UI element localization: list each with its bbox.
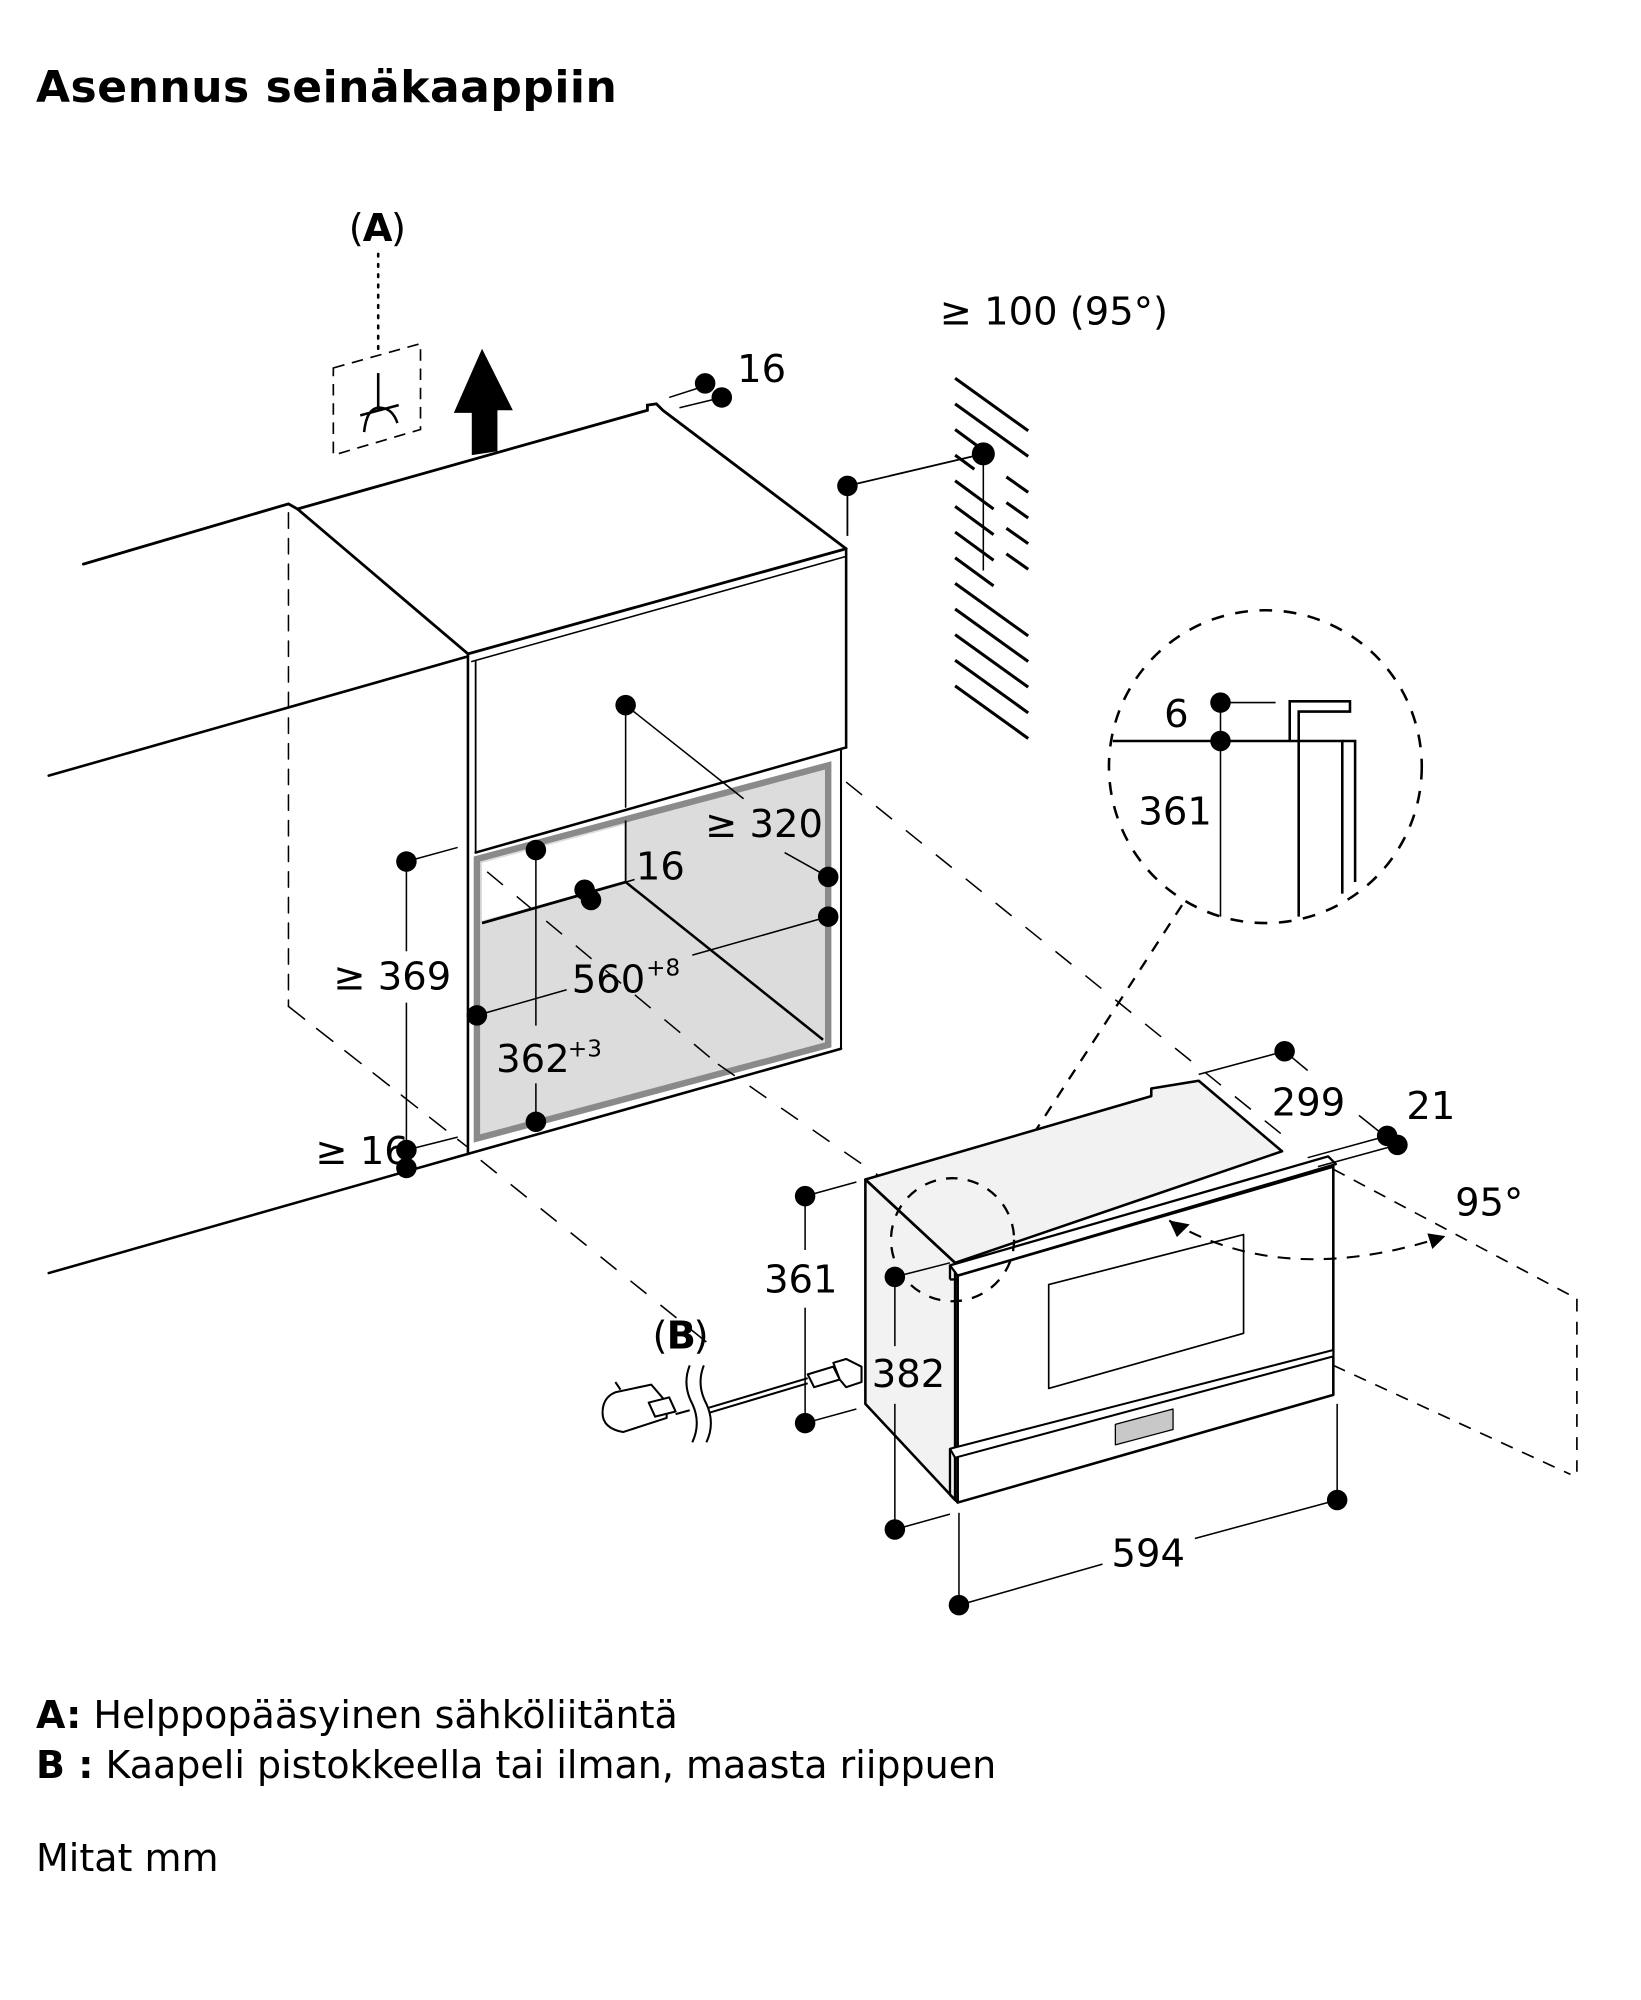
dim-door-angle: 95° xyxy=(1455,1180,1523,1225)
dim-niche-width: 560 xyxy=(572,957,645,1002)
dimension-appliance-body-height: 361 xyxy=(764,1181,857,1434)
socket-icon xyxy=(332,342,422,457)
dim-niche-width-tolerance: +8 xyxy=(646,956,680,982)
dim-appliance-depth: 299 xyxy=(1272,1080,1345,1125)
legend-item-a: A: Helppopääsyinen sähköliitäntä xyxy=(36,1690,678,1740)
dimension-inner-gap: 16 xyxy=(574,844,685,911)
legend-text-a: Helppopääsyinen sähköliitäntä xyxy=(93,1693,678,1737)
dimension-niche-width: 560 +8 xyxy=(466,906,839,1026)
dim-niche-height-tolerance: +3 xyxy=(568,1036,602,1062)
dim-niche-height-min: ≥ 369 xyxy=(333,955,451,1000)
callout-b: ( B ) xyxy=(653,1314,709,1359)
legend-item-b: B : Kaapeli pistokkeella tai ilman, maas… xyxy=(36,1740,996,1790)
dim-inner-gap: 16 xyxy=(636,844,685,889)
dimension-top-gap: 16 xyxy=(668,347,786,409)
page-title: Asennus seinäkaappiin xyxy=(36,62,618,113)
dimension-appliance-width: 594 xyxy=(948,1403,1348,1616)
dim-appliance-front-height: 382 xyxy=(872,1352,945,1397)
dim-appliance-body-height: 361 xyxy=(764,1257,837,1302)
dimension-vent-clearance: ≥ 100 (95°) xyxy=(837,289,1168,571)
dim-vent-clearance: ≥ 100 (95°) xyxy=(940,289,1168,334)
dim-niche-depth: ≥ 320 xyxy=(705,802,823,847)
legend-key-b: B : xyxy=(36,1743,94,1787)
dimension-appliance-depth: 299 21 xyxy=(1198,1041,1455,1168)
dimension-appliance-front-height: 382 xyxy=(872,1262,951,1540)
installation-niche xyxy=(473,761,832,1143)
dim-bottom-gap-min: ≥ 16 xyxy=(315,1129,408,1174)
dimension-niche-height: 362 +3 xyxy=(496,839,602,1133)
power-cable-icon xyxy=(601,1357,863,1443)
door-swing: 95° xyxy=(1168,1168,1578,1476)
callout-a-paren-open: ( xyxy=(349,206,364,251)
units-note: Mitat mm xyxy=(36,1836,219,1880)
callout-b-paren-open: ( xyxy=(653,1314,668,1359)
appliance xyxy=(864,1079,1338,1504)
detail-view: 6 361 xyxy=(986,608,1424,1206)
dimension-niche-height-min: ≥ 369 ≥ 16 xyxy=(315,846,458,1179)
callout-a-label: A xyxy=(363,206,393,251)
dimension-niche-depth: ≥ 320 xyxy=(615,694,839,888)
wall-cabinet xyxy=(47,402,848,1275)
dim-front-thickness: 21 xyxy=(1406,1084,1455,1129)
callout-a-paren-close: ) xyxy=(391,206,406,251)
legend-key-a: A: xyxy=(36,1693,82,1737)
detail-marker xyxy=(889,1177,1016,1303)
dim-detail-gap: 6 xyxy=(1164,692,1188,737)
callout-b-paren-close: ) xyxy=(694,1314,709,1359)
up-arrow-icon xyxy=(453,348,513,456)
dim-top-gap: 16 xyxy=(737,347,786,392)
dim-detail-height: 361 xyxy=(1138,789,1211,834)
dim-appliance-width: 594 xyxy=(1112,1532,1185,1577)
callout-b-label: B xyxy=(667,1314,696,1359)
ventilation-grille xyxy=(954,376,1030,740)
dim-niche-height: 362 xyxy=(496,1037,569,1082)
legend-text-b: Kaapeli pistokkeella tai ilman, maasta r… xyxy=(105,1743,997,1787)
callout-a: ( A ) xyxy=(332,206,422,457)
